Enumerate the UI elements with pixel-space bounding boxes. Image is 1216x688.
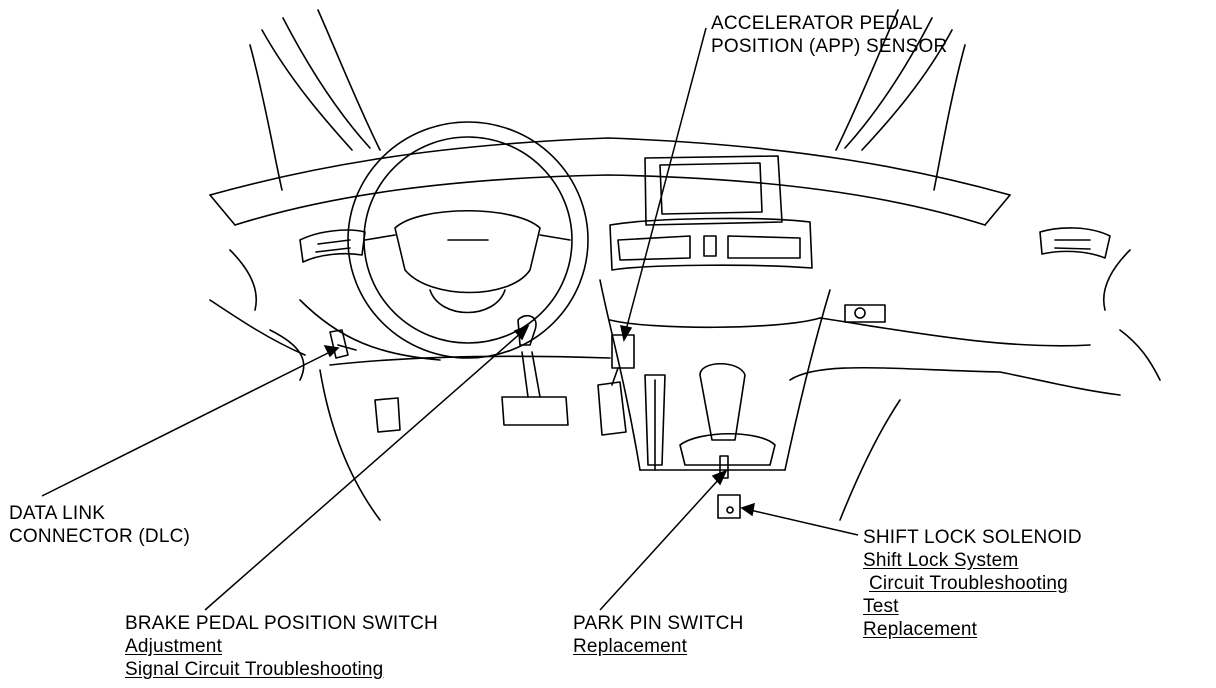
link-shift-lock-test[interactable]: Test (863, 596, 899, 617)
link-shift-lock-system[interactable]: Shift Lock System (863, 550, 1019, 571)
link-brake-adjustment[interactable]: Adjustment (125, 636, 223, 657)
leader-shift-lock-solenoid (740, 502, 859, 536)
leader-dlc (41, 345, 340, 497)
dlc-line-2: CONNECTOR (DLC) (9, 526, 191, 547)
link-brake-signal-circuit-troubleshooting[interactable]: Signal Circuit Troubleshooting (125, 659, 384, 680)
link-circuit-troubleshooting[interactable]: Circuit Troubleshooting (869, 573, 1068, 594)
label-park-pin-switch: PARK PIN SWITCH Replacement (573, 612, 744, 658)
center-vents (609, 217, 813, 271)
leader-brake-switch (204, 324, 530, 611)
brake-pedal (501, 314, 569, 426)
dlc-line-1: DATA LINK (9, 503, 106, 524)
label-dlc: DATA LINK CONNECTOR (DLC) (9, 502, 190, 548)
left-a-pillar (249, 9, 381, 191)
park-pin-switch-title: PARK PIN SWITCH (573, 613, 744, 634)
dashboard-top (209, 137, 1011, 226)
right-a-pillar (835, 9, 966, 191)
center-display (644, 155, 783, 226)
gear-shift (679, 363, 776, 479)
shift-lock-solenoid-title: SHIFT LOCK SOLENOID (863, 527, 1082, 548)
dlc-part (329, 329, 357, 359)
left-vent (299, 229, 366, 263)
leader-app-sensor (620, 27, 707, 343)
center-console (599, 279, 831, 471)
link-park-pin-replacement[interactable]: Replacement (573, 636, 688, 657)
brake-switch-title: BRAKE PEDAL POSITION SWITCH (125, 613, 438, 634)
label-shift-lock-solenoid: SHIFT LOCK SOLENOID Shift Lock System Ci… (863, 526, 1082, 641)
app-sensor-line-2: POSITION (APP) SENSOR (711, 36, 948, 57)
link-shift-lock-replacement[interactable]: Replacement (863, 619, 978, 640)
label-app-sensor: ACCELERATOR PEDAL POSITION (APP) SENSOR (711, 12, 947, 58)
app-sensor-line-1: ACCELERATOR PEDAL (711, 13, 923, 34)
steering-wheel (347, 121, 589, 359)
shift-lock-solenoid-part (717, 494, 741, 519)
right-vent (1039, 227, 1111, 259)
lower-dash (209, 299, 1121, 396)
door-panels (229, 249, 1161, 521)
leader-park-pin-switch (599, 469, 728, 611)
label-brake-switch: BRAKE PEDAL POSITION SWITCH Adjustment S… (125, 612, 438, 681)
